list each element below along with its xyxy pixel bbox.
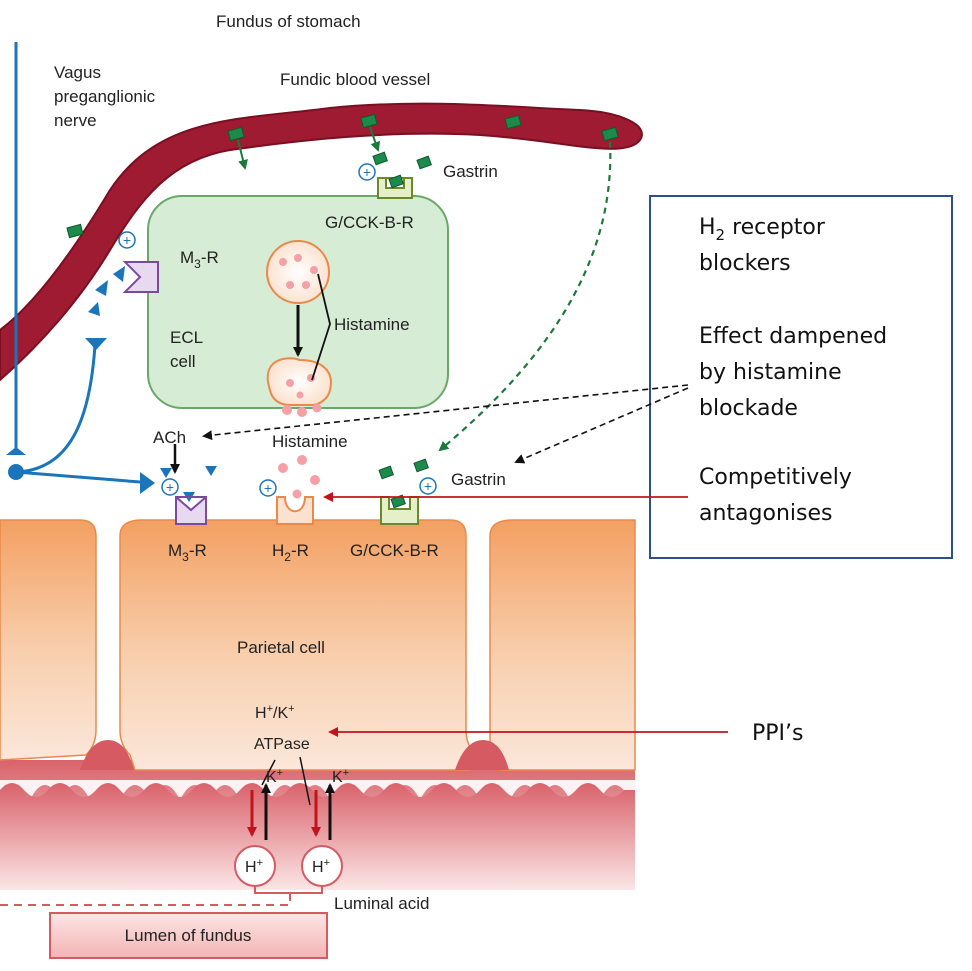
gcckbr-label-bottom: G/CCK-B-R (350, 541, 439, 560)
histamine-vesicle-top (266, 240, 330, 304)
gastrin-label-bottom: Gastrin (451, 470, 506, 489)
effect-line-3: blockade (699, 396, 798, 421)
vagus-nerve (14, 42, 141, 484)
histamine-granules-top (279, 254, 318, 289)
ach-label: ACh (153, 428, 186, 447)
effect-line-2: by histamine (699, 360, 842, 385)
gcckbr-label-top: G/CCK-B-R (325, 213, 414, 232)
gastrin-particles-vessel (66, 113, 619, 239)
proton-pump-arrows (247, 756, 335, 840)
m3r-label-bottom: M3-R (168, 541, 207, 564)
plus-1: + (123, 232, 131, 248)
box-title-line1: H2 receptor (699, 215, 826, 244)
pump-label-1: H+/K+ (255, 703, 295, 722)
compete-line-2: antagonises (699, 501, 832, 526)
fundus-title: Fundus of stomach (216, 12, 361, 31)
plus-3: + (166, 479, 174, 495)
vagus-terminals (6, 266, 217, 502)
stimulation-plus-signs (118, 163, 437, 497)
m3-receptor-ecl (122, 261, 159, 293)
gastrin-label-top: Gastrin (443, 162, 498, 181)
plus-4: + (264, 480, 272, 496)
plus-2: + (363, 164, 371, 180)
k-ion-right: K+ (332, 767, 349, 786)
ecl-label-1: ECL (170, 328, 203, 347)
luminal-acid-connector (254, 886, 323, 894)
parietal-cell-layer (0, 519, 636, 771)
vagus-label-2: preganglionic (54, 87, 156, 106)
h2-receptor-parietal (276, 496, 314, 525)
box-title-line2: blockers (699, 251, 791, 276)
gastrin-particles-top (372, 151, 432, 189)
lumen-box (49, 912, 328, 959)
effect-arrow-gastrin (514, 387, 689, 464)
luminal-acid-dashed (0, 893, 291, 906)
parietal-cell-label: Parietal cell (237, 638, 325, 657)
histamine-released (278, 403, 322, 499)
h2r-label: H2-R (272, 541, 309, 564)
histamine-label-released: Histamine (272, 432, 348, 451)
compete-line-1: Competitively (699, 465, 852, 490)
h2-blockers-box (649, 195, 953, 559)
k-ion-left: K+ (266, 767, 283, 786)
m3r-label-top: M3-R (180, 248, 219, 271)
vagus-label-1: Vagus (54, 63, 101, 82)
histamine-pointer (311, 273, 331, 381)
h-ion-left-label: H+ (245, 857, 263, 876)
effect-line-1: Effect dampened (699, 324, 887, 349)
lumen-box-label: Lumen of fundus (125, 926, 252, 945)
h-ion-right-label: H+ (312, 857, 330, 876)
gastrin-dashed-path (438, 141, 612, 452)
luminal-acid-label: Luminal acid (334, 894, 429, 913)
vessel-arrow-left (237, 139, 248, 170)
m3-receptor-parietal (175, 496, 207, 525)
pump-label-2: ATPase (254, 736, 310, 753)
vessel-arrow-mid (369, 126, 381, 152)
ecl-label-2: cell (170, 352, 196, 371)
plus-5: + (424, 478, 432, 494)
histamine-label-ecl: Histamine (334, 315, 410, 334)
effect-arrow-ach (202, 384, 689, 441)
vagus-label-3: nerve (54, 111, 97, 130)
fundic-blood-vessel (0, 102, 643, 382)
vessel-label: Fundic blood vessel (280, 70, 430, 89)
ppi-label: PPI’s (752, 721, 803, 746)
histamine-granules-fusing (286, 374, 315, 399)
